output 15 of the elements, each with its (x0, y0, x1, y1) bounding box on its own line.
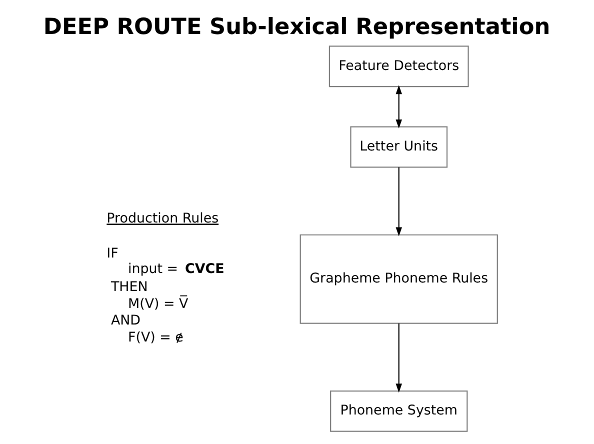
label: F(V) = ɇ (128, 330, 184, 346)
arrow (396, 323, 402, 393)
arrow (396, 167, 402, 236)
label: IF (106, 246, 118, 262)
label: input = CVCE (128, 262, 224, 278)
label: AND (110, 314, 141, 329)
node-box: Feature Detectors (328, 46, 469, 88)
node-box: Phoneme System (330, 390, 468, 432)
arrow (396, 85, 402, 128)
label: M(V) = V̅ (128, 296, 188, 312)
label: Production Rules (106, 212, 219, 227)
diagram-title: DEEP ROUTE Sub-lexical Representation (43, 14, 550, 40)
node-box: Letter Units (350, 126, 448, 168)
node-box: Grapheme Phoneme Rules (300, 234, 498, 324)
label: THEN (110, 280, 148, 295)
